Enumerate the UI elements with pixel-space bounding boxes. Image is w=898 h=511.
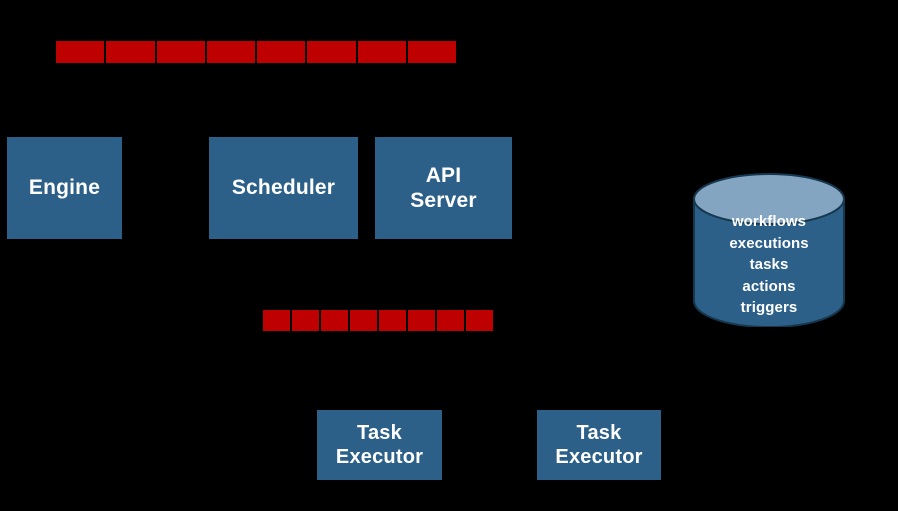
bar-segment [206,41,255,63]
cylinder-body [693,198,845,327]
bar-segment [408,310,435,331]
database-table-item: executions [729,234,809,252]
bar-segment [379,310,406,331]
cylinder-top-ellipse [693,173,845,225]
database-cylinder[interactable]: workflows executions tasks actions trigg… [693,173,845,327]
bar-segment [407,41,456,63]
bar-segment [437,310,464,331]
bar-segment [292,310,319,331]
bar-segment [466,310,493,331]
component-box-api-server[interactable]: API Server [375,137,512,239]
middle-segmented-bar [263,310,495,331]
bar-segment [307,41,356,63]
database-table-item: triggers [740,299,798,316]
database-cylinder-shape [693,173,845,327]
bar-segment [156,41,205,63]
bar-segment [257,41,306,63]
bar-segment [357,41,406,63]
top-segmented-bar [56,41,456,63]
bar-segment [263,310,290,331]
bar-segment [350,310,377,331]
database-table-list: workflows executions tasks actions trigg… [693,211,845,319]
component-box-engine[interactable]: Engine [7,137,122,239]
bar-segment [56,41,105,63]
bar-segment [321,310,348,331]
database-table-item: tasks [749,256,789,273]
component-box-scheduler[interactable]: Scheduler [209,137,358,239]
database-table-item: actions [742,277,796,295]
bar-segment [106,41,155,63]
database-table-item: workflows [731,213,807,230]
component-box-task-executor-1[interactable]: Task Executor [317,410,442,480]
component-box-task-executor-2[interactable]: Task Executor [537,410,661,480]
